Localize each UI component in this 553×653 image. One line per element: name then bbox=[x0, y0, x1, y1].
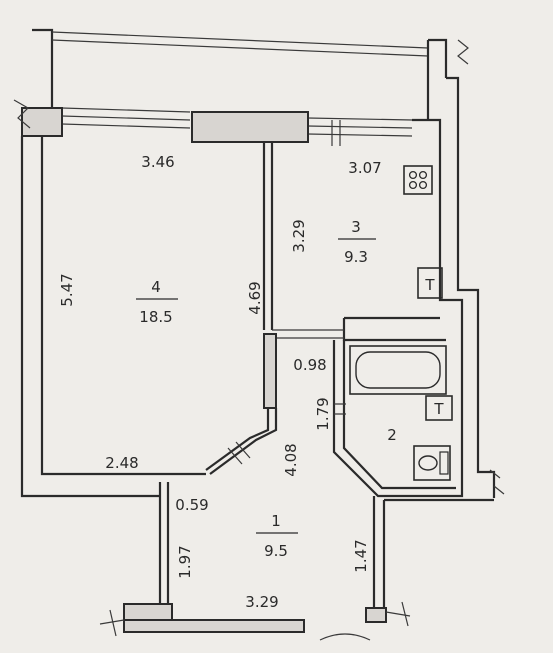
room4-door-frame bbox=[263, 333, 277, 409]
svg-text:9.5: 9.5 bbox=[264, 542, 288, 560]
svg-text:4: 4 bbox=[151, 278, 161, 296]
dim-hall-right: 1.47 bbox=[352, 539, 370, 572]
entry-break-ticks bbox=[109, 601, 409, 637]
svg-text:9.3: 9.3 bbox=[344, 248, 368, 266]
window-line-6 bbox=[307, 133, 413, 137]
left-outer-wall bbox=[20, 136, 160, 498]
room-4-label: 4 18.5 bbox=[136, 278, 178, 326]
dim-top-right: 3.07 bbox=[348, 159, 381, 177]
center-pier bbox=[191, 111, 309, 143]
room-1-label: 1 9.5 bbox=[256, 512, 298, 560]
dim-top-left: 3.46 bbox=[141, 153, 174, 171]
door-swing-mark bbox=[227, 441, 251, 465]
right-wall-top bbox=[428, 38, 448, 78]
room4-angled-wall-inner bbox=[205, 408, 270, 471]
dim-hall-height: 4.08 bbox=[282, 443, 300, 476]
kitchen-fixture-label: T bbox=[424, 276, 435, 294]
svg-text:1: 1 bbox=[271, 512, 281, 530]
window-line-5 bbox=[307, 125, 413, 129]
window-line-1 bbox=[61, 107, 191, 113]
balcony-rail-inner bbox=[51, 39, 429, 57]
dim-room3-height: 3.29 bbox=[290, 219, 308, 252]
bath-fixture-label: T bbox=[433, 400, 444, 418]
dim-room4-right: 4.69 bbox=[246, 281, 264, 314]
svg-text:3: 3 bbox=[351, 218, 361, 236]
entry-left-pier bbox=[123, 603, 173, 621]
wall-break-marks bbox=[489, 469, 505, 495]
dim-hall-bottom: 3.29 bbox=[245, 593, 278, 611]
window-line-2 bbox=[61, 115, 191, 121]
balcony-left-post bbox=[32, 28, 54, 110]
dim-bath-height: 1.79 bbox=[314, 397, 332, 430]
bathtub-icon bbox=[349, 345, 447, 395]
stove-icon bbox=[403, 165, 433, 195]
entry-door-block bbox=[123, 619, 305, 633]
hall-right-post bbox=[365, 607, 387, 623]
right-outer-wall bbox=[446, 76, 496, 498]
window-divider-3 bbox=[331, 120, 341, 146]
svg-text:18.5: 18.5 bbox=[139, 308, 172, 326]
dim-room4-bottom: 2.48 bbox=[105, 454, 138, 472]
dim-corridor: 0.98 bbox=[293, 356, 326, 374]
right-inner-wall bbox=[438, 145, 464, 470]
corridor-door-line bbox=[272, 329, 344, 339]
room-2-label: 2 bbox=[387, 426, 397, 444]
room4-angled-wall bbox=[209, 408, 278, 475]
bath-door-line bbox=[334, 403, 346, 415]
room-3-label: 3 9.3 bbox=[338, 218, 376, 266]
window-line-3 bbox=[61, 123, 191, 129]
toilet-icon bbox=[413, 445, 451, 481]
bathroom-outer-wall bbox=[332, 340, 464, 498]
top-right-break-mark bbox=[457, 39, 469, 65]
dim-hall-left: 1.97 bbox=[176, 545, 194, 578]
entry-break-lines bbox=[99, 611, 411, 625]
dim-door-offset: 0.59 bbox=[175, 496, 208, 514]
balcony-rail-top bbox=[51, 31, 429, 49]
entry-door-swing bbox=[319, 633, 371, 641]
kitchen-sink-icon: T bbox=[417, 267, 443, 299]
left-inner-wall bbox=[40, 136, 206, 476]
svg-text:2: 2 bbox=[387, 426, 397, 444]
window-line-4 bbox=[307, 117, 413, 121]
bathroom-inner-wall bbox=[342, 340, 456, 490]
sink-icon: T bbox=[425, 395, 453, 421]
dim-left-height: 5.47 bbox=[58, 273, 76, 306]
left-wall-pier bbox=[21, 107, 63, 137]
left-break-mark bbox=[13, 99, 31, 129]
right-top-corner bbox=[412, 118, 442, 145]
